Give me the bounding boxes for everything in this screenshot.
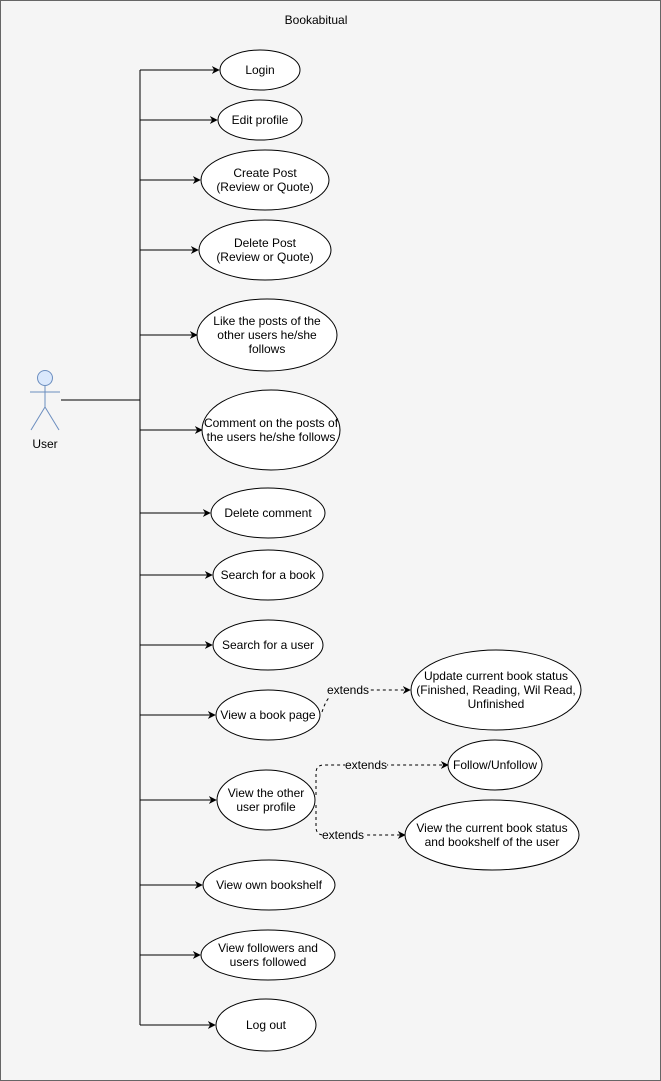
use-case-logout[interactable]: Log out — [215, 998, 317, 1052]
use-case-label-line: Log out — [246, 1018, 287, 1032]
use-case-label-line: follows — [249, 342, 286, 356]
diagram-title: Bookabitual — [285, 13, 348, 27]
use-case-ellipse — [196, 298, 338, 372]
use-case-label-line: Comment on the posts of — [204, 416, 339, 430]
use-case-label-line: Search for a user — [222, 638, 314, 652]
use-case-label-line: (Finished, Reading, Wil Read, — [416, 683, 575, 697]
use-case-label-line: user profile — [236, 800, 296, 814]
use-case-delete-comment[interactable]: Delete comment — [210, 487, 326, 539]
use-case-edit-profile[interactable]: Edit profile — [217, 99, 303, 141]
use-case-label: Search for a book — [221, 568, 317, 582]
use-case-label-line: Delete Post — [234, 236, 297, 250]
use-case-ellipse — [404, 799, 580, 871]
use-case-label-line: Like the posts of the — [213, 314, 321, 328]
use-case-label-line: View followers and — [218, 941, 318, 955]
use-case-ellipse — [216, 769, 316, 831]
use-case-label: Create Post(Review or Quote) — [216, 166, 313, 194]
use-case-label: Update current book status(Finished, Rea… — [416, 669, 575, 711]
use-case-search-user[interactable]: Search for a user — [212, 619, 324, 671]
actor-label: User — [32, 437, 57, 451]
extends-label-2: extends — [345, 758, 387, 772]
use-case-update-book-status[interactable]: Update current book status(Finished, Rea… — [410, 649, 582, 731]
use-case-ellipse — [447, 739, 543, 791]
use-case-label-line: other users he/she — [217, 328, 317, 342]
use-case-label-line: View the current book status — [416, 821, 567, 835]
use-case-label-line: users followed — [230, 955, 307, 969]
use-case-view-book-page[interactable]: View a book page — [215, 689, 321, 741]
use-case-label-line: Search for a book — [221, 568, 317, 582]
use-case-label-line: View own bookshelf — [216, 878, 323, 892]
use-case-label-line: and bookshelf of the user — [425, 835, 560, 849]
use-case-ellipse — [217, 99, 303, 141]
actor-left-leg — [30, 406, 46, 431]
use-case-view-own-bookshelf[interactable]: View own bookshelf — [202, 859, 336, 911]
use-case-label-line: the users he/she follows — [207, 430, 336, 444]
use-case-login[interactable]: Login — [219, 49, 301, 91]
use-case-ellipse — [200, 929, 336, 981]
use-case-label-line: (Review or Quote) — [216, 180, 313, 194]
use-case-label: Search for a user — [222, 638, 314, 652]
use-case-label: Log out — [246, 1018, 287, 1032]
use-case-ellipse — [200, 149, 330, 211]
actor-user[interactable]: User — [30, 370, 60, 452]
use-case-label-line: View a book page — [220, 708, 316, 722]
branch-arrows — [140, 66, 220, 1029]
use-case-label: Edit profile — [232, 113, 289, 127]
use-case-ellipse — [212, 619, 324, 671]
use-case-label-line: Login — [245, 63, 274, 77]
actor-right-leg — [44, 406, 60, 431]
use-case-label-line: Follow/Unfollow — [453, 758, 537, 772]
use-case-ellipse — [198, 219, 332, 281]
use-case-ellipse — [410, 649, 582, 731]
use-case-ellipse — [201, 389, 341, 471]
extends-relations: extends extends extends — [315, 683, 449, 842]
use-case-label: Login — [245, 63, 274, 77]
actor-head — [37, 370, 53, 386]
use-case-label-line: Delete comment — [224, 506, 312, 520]
use-case-label-line: Update current book status — [424, 669, 568, 683]
extends-label-1: extends — [327, 683, 369, 697]
use-case-label: Delete comment — [224, 506, 312, 520]
use-case-label: View own bookshelf — [216, 878, 323, 892]
use-case-search-book[interactable]: Search for a book — [212, 549, 324, 601]
use-case-label: Follow/Unfollow — [453, 758, 537, 772]
use-case-ellipse — [210, 487, 326, 539]
use-case-ellipse — [219, 49, 301, 91]
use-case-ellipse — [215, 998, 317, 1052]
use-case-ellipse — [212, 549, 324, 601]
use-case-label: View a book page — [220, 708, 316, 722]
use-case-delete-post[interactable]: Delete Post(Review or Quote) — [198, 219, 332, 281]
use-case-ellipse — [202, 859, 336, 911]
use-case-follow-unfollow[interactable]: Follow/Unfollow — [447, 739, 543, 791]
use-case-label-line: Create Post — [233, 166, 297, 180]
use-case-label-line: View the other — [228, 786, 305, 800]
use-case-ellipse — [215, 689, 321, 741]
extends-label-3: extends — [322, 828, 364, 842]
use-case-label-line: Edit profile — [232, 113, 289, 127]
use-case-label-line: Unfinished — [468, 697, 525, 711]
use-case-create-post[interactable]: Create Post(Review or Quote) — [200, 149, 330, 211]
use-case-label: Delete Post(Review or Quote) — [216, 236, 313, 264]
use-case-label-line: (Review or Quote) — [216, 250, 313, 264]
